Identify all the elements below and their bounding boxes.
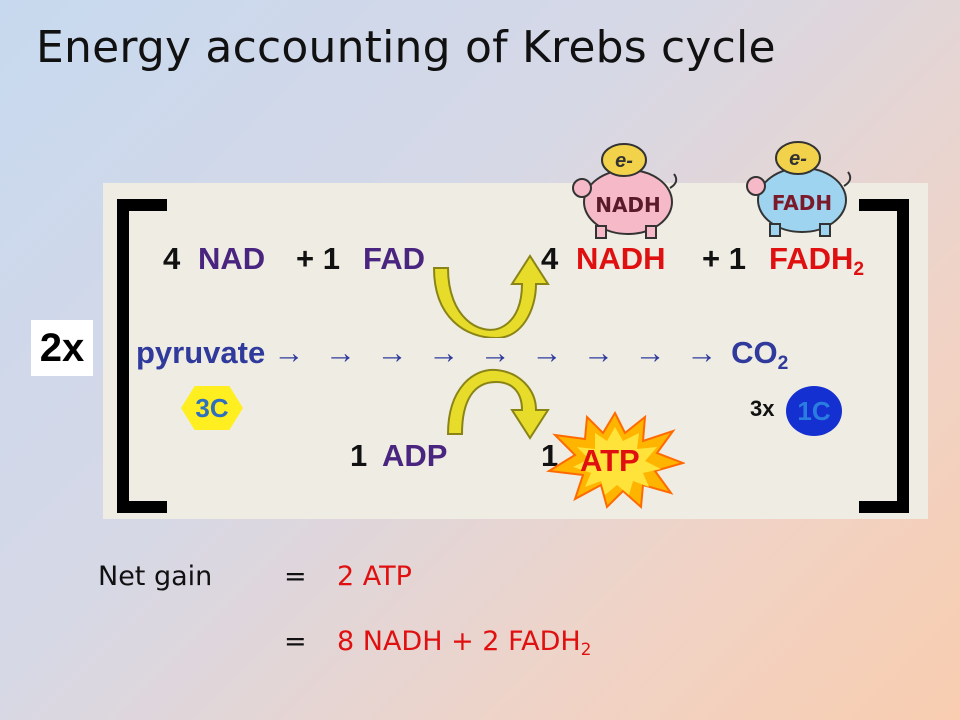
pathway-start: pyruvate bbox=[136, 335, 266, 370]
page-title: Energy accounting of Krebs cycle bbox=[36, 22, 776, 73]
diagram-panel bbox=[103, 183, 928, 519]
pathway-end: CO2 bbox=[731, 335, 789, 374]
fadh-pig-label: FADH bbox=[772, 191, 832, 215]
atp-starburst-icon bbox=[546, 411, 685, 509]
net-gain-label: Net gain bbox=[98, 561, 213, 592]
co2-multiplier: 3x bbox=[750, 396, 775, 421]
pathway-line: pyruvate→ → → → → → → → →CO2 bbox=[136, 335, 788, 375]
phosphorylation-curved-arrow-icon bbox=[446, 368, 550, 440]
left-bracket bbox=[117, 199, 167, 513]
pathway-arrows: → → → → → → → → → bbox=[273, 335, 724, 370]
nad-count: 4 bbox=[163, 241, 181, 276]
nadh-pig-label: NADH bbox=[595, 193, 661, 217]
right-bracket bbox=[859, 199, 909, 513]
one-carbon-circle: 1C bbox=[786, 386, 842, 436]
nad-label: NAD bbox=[198, 241, 266, 276]
fad-label: FAD bbox=[363, 241, 425, 276]
reduction-curved-arrow-icon bbox=[432, 254, 550, 338]
atp-count: 1 bbox=[541, 438, 559, 473]
nadh-label: NADH bbox=[576, 241, 666, 276]
adp-count: 1 bbox=[350, 438, 368, 473]
nadh-coin-label: e- bbox=[615, 150, 633, 172]
atp-label: ATP bbox=[580, 443, 640, 478]
fadh-count: + 1 bbox=[702, 241, 746, 276]
net-gain-carriers: 8 NADH + 2 FADH2 bbox=[337, 626, 592, 660]
fadh-piggy-bank-icon: e- FADH bbox=[746, 141, 852, 237]
equals-sign-1: = bbox=[284, 561, 307, 592]
three-carbon-hexagon: 3C bbox=[181, 386, 243, 430]
equals-sign-2: = bbox=[284, 626, 307, 657]
fad-count: + 1 bbox=[296, 241, 340, 276]
nadh-count: 4 bbox=[541, 241, 559, 276]
adp-label: ADP bbox=[382, 438, 448, 473]
fadh-coin-label: e- bbox=[789, 148, 807, 170]
fadh2-label: FADH2 bbox=[769, 241, 865, 280]
nadh-piggy-bank-icon: e- NADH bbox=[572, 143, 678, 239]
net-gain-atp: 2 ATP bbox=[337, 561, 412, 592]
multiplier-badge: 2x bbox=[31, 320, 93, 376]
